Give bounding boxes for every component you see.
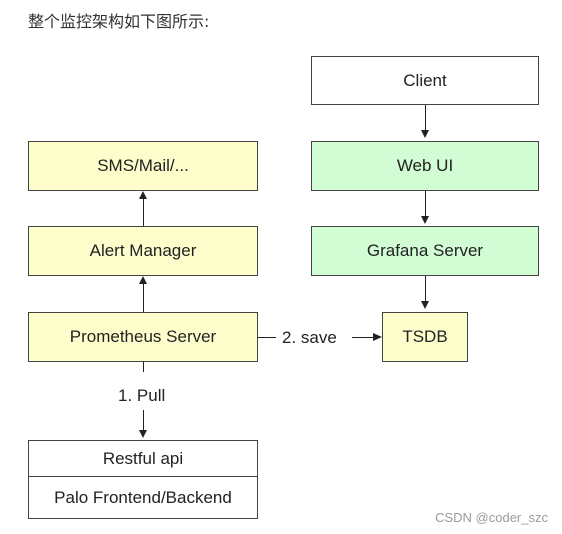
client-to-webui-arrowhead bbox=[421, 130, 429, 138]
csdn-watermark: CSDN @coder_szc bbox=[435, 510, 548, 525]
grafana-to-tsdb-arrowhead bbox=[421, 301, 429, 309]
pull-edge-arrowhead bbox=[139, 430, 147, 438]
client-node: Client bbox=[311, 56, 539, 105]
grafana-server-node: Grafana Server bbox=[311, 226, 539, 276]
webui-to-grafana-line bbox=[425, 191, 426, 216]
tsdb-node: TSDB bbox=[382, 312, 468, 362]
save-edge-arrowhead bbox=[373, 333, 382, 341]
pull-edge-line-bottom bbox=[143, 410, 144, 430]
alert-to-sms-arrowhead bbox=[139, 191, 147, 199]
sms-mail-node: SMS/Mail/... bbox=[28, 141, 258, 191]
grafana-to-tsdb-line bbox=[425, 276, 426, 301]
prometheus-to-alert-arrowhead bbox=[139, 276, 147, 284]
palo-frontend-backend-node: Palo Frontend/Backend bbox=[28, 476, 258, 519]
prometheus-server-node: Prometheus Server bbox=[28, 312, 258, 362]
save-edge-line-right bbox=[352, 337, 373, 338]
prometheus-to-alert-line bbox=[143, 284, 144, 312]
save-edge-label: 2. save bbox=[282, 328, 337, 348]
restful-api-node: Restful api bbox=[28, 440, 258, 477]
web-ui-node: Web UI bbox=[311, 141, 539, 191]
alert-manager-node: Alert Manager bbox=[28, 226, 258, 276]
save-edge-line-left bbox=[258, 337, 276, 338]
alert-to-sms-line bbox=[143, 199, 144, 226]
pull-edge-label: 1. Pull bbox=[118, 386, 166, 406]
client-to-webui-line bbox=[425, 105, 426, 130]
pull-edge-line-top bbox=[143, 362, 144, 372]
intro-text: 整个监控架构如下图所示: bbox=[28, 12, 210, 31]
webui-to-grafana-arrowhead bbox=[421, 216, 429, 224]
